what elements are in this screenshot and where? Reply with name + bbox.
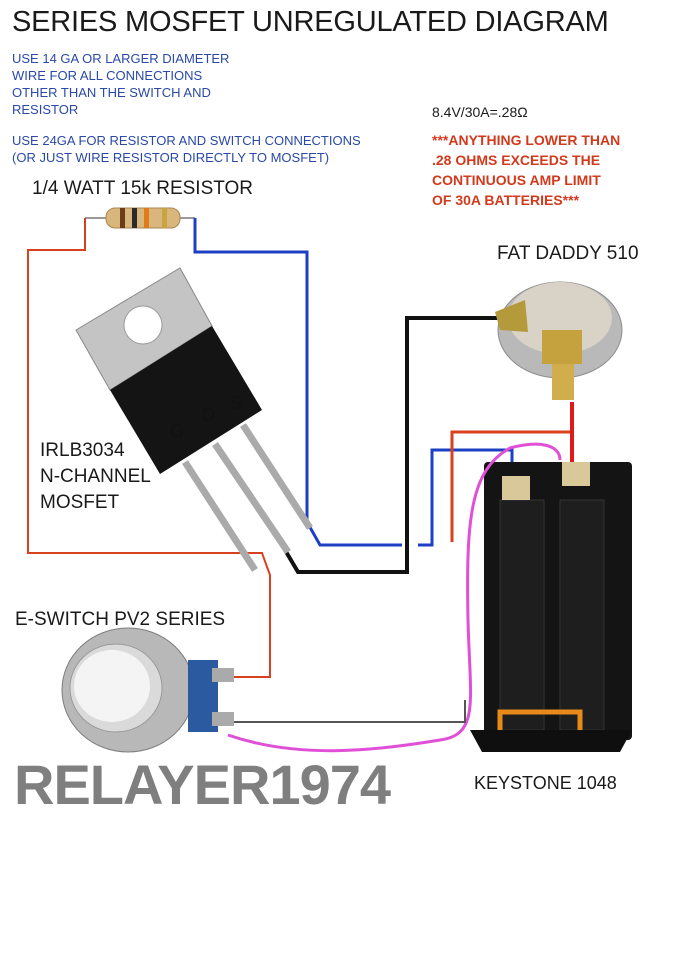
note-line: OTHER THAN THE SWITCH AND xyxy=(12,85,211,100)
pink-wire-switch-battery xyxy=(227,442,562,753)
note-line: RESISTOR xyxy=(12,102,79,117)
e-switch-pv2 xyxy=(61,627,234,753)
connector-label: FAT DADDY 510 xyxy=(497,243,639,264)
mosfet-label: IRLB3034 N-CHANNEL MOSFET xyxy=(40,438,151,516)
warning-line: OF 30A BATTERIES*** xyxy=(432,192,580,208)
switch-lower-wire xyxy=(225,700,466,723)
wire-gauge-note: USE 14 GA OR LARGER DIAMETER WIRE FOR AL… xyxy=(12,50,229,118)
mosfet-label-line: IRLB3034 xyxy=(40,440,125,461)
resistor xyxy=(85,207,195,229)
fat-daddy-510-connector xyxy=(495,281,623,400)
keystone-1048-battery-holder xyxy=(470,462,632,752)
note-line: USE 14 GA OR LARGER DIAMETER xyxy=(12,51,230,66)
mosfet xyxy=(75,267,313,572)
warning-line: ***ANYTHING LOWER THAN xyxy=(432,132,621,148)
note-line: (OR JUST WIRE RESISTOR DIRECTLY TO MOSFE… xyxy=(12,150,330,165)
warning-line: CONTINUOUS AMP LIMIT xyxy=(432,172,601,188)
mosfet-label-line: MOSFET xyxy=(40,492,120,513)
ohm-calculation: 8.4V/30A=.28Ω xyxy=(432,104,528,120)
blue-wire-resistor-gate xyxy=(193,218,402,547)
red-wire-resistor-switch xyxy=(27,218,271,678)
blue-wire-to-battery xyxy=(418,448,514,547)
mosfet-label-line: N-CHANNEL xyxy=(40,466,151,487)
page-title: SERIES MOSFET UNREGULATED DIAGRAM xyxy=(12,6,609,38)
warning-line: .28 OHMS EXCEEDS THE xyxy=(432,152,601,168)
note-line: WIRE FOR ALL CONNECTIONS xyxy=(12,68,203,83)
ohm-warning: ***ANYTHING LOWER THAN .28 OHMS EXCEEDS … xyxy=(432,130,620,210)
pin-label-s: S xyxy=(230,393,243,413)
watermark: RELAYER1974 xyxy=(14,753,391,816)
resistor-label: 1/4 WATT 15k RESISTOR xyxy=(32,178,254,199)
note-line: USE 24GA FOR RESISTOR AND SWITCH CONNECT… xyxy=(12,133,361,148)
resistor-gauge-note: USE 24GA FOR RESISTOR AND SWITCH CONNECT… xyxy=(12,132,361,166)
battery-holder-label: KEYSTONE 1048 xyxy=(474,773,617,793)
pin-label-g: G xyxy=(170,421,185,441)
switch-label: E-SWITCH PV2 SERIES xyxy=(15,609,226,630)
pin-label-d: D xyxy=(202,405,215,425)
black-wire-drain-510 xyxy=(283,316,510,574)
